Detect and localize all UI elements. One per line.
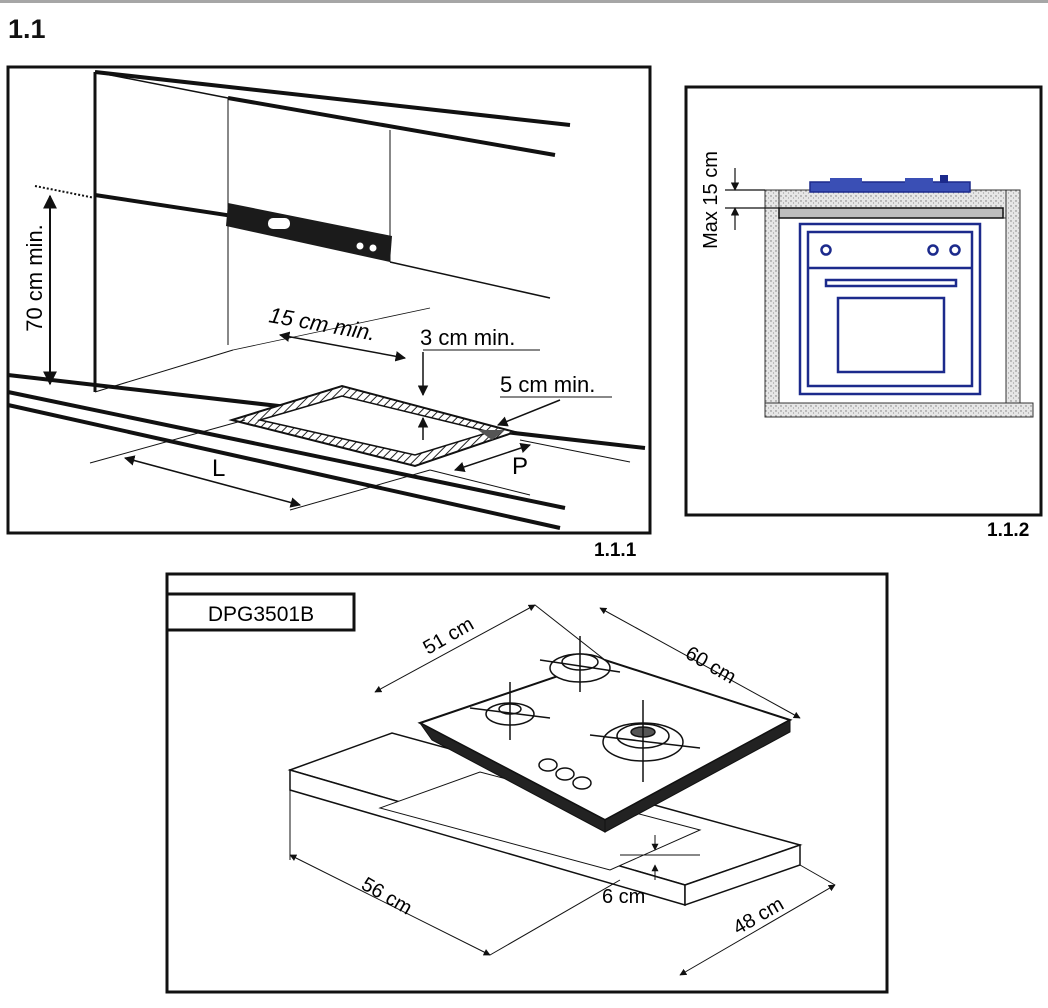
- oven-cabinet: [764, 189, 1034, 418]
- model-tag: [165, 592, 356, 632]
- figure-1-1-1-frame: [6, 65, 652, 535]
- model-label: DPG3501B: [208, 603, 314, 626]
- section-title: 1.1: [8, 14, 46, 44]
- width-label: P: [512, 453, 528, 480]
- figure-1-1-1: 70 cm min. 15 cm min. 3 cm min. 5 cm min…: [6, 65, 652, 561]
- cutout-width-label: 56 cm: [358, 873, 416, 919]
- caption-1-1-2: 1.1.2: [987, 520, 1029, 541]
- hood-plate: [226, 203, 392, 262]
- cutout: [228, 384, 519, 468]
- figure-model-frame: [165, 572, 889, 994]
- figure-1-1-2-frame: [684, 85, 1043, 517]
- length-label: L: [212, 455, 225, 482]
- hob-width-label: 60 cm: [682, 642, 740, 688]
- cutout-depth-label: 48 cm: [730, 893, 788, 939]
- countertop-slab: [287, 732, 803, 907]
- depth-label: 3 cm min.: [420, 325, 515, 350]
- max-label: Max 15 cm: [700, 151, 722, 249]
- height-label: 70 cm min.: [22, 224, 47, 332]
- hob-top: [809, 175, 971, 193]
- oven: [798, 222, 982, 396]
- figure-1-1-2: Max 15 cm 1.1.2: [684, 85, 1043, 541]
- top-rule: [0, 0, 1048, 3]
- figure-model: DPG3501B: [165, 572, 889, 994]
- thickness-label: 6 cm: [602, 886, 645, 908]
- caption-1-1-1: 1.1.1: [594, 540, 637, 561]
- front-label: 5 cm min.: [500, 372, 595, 397]
